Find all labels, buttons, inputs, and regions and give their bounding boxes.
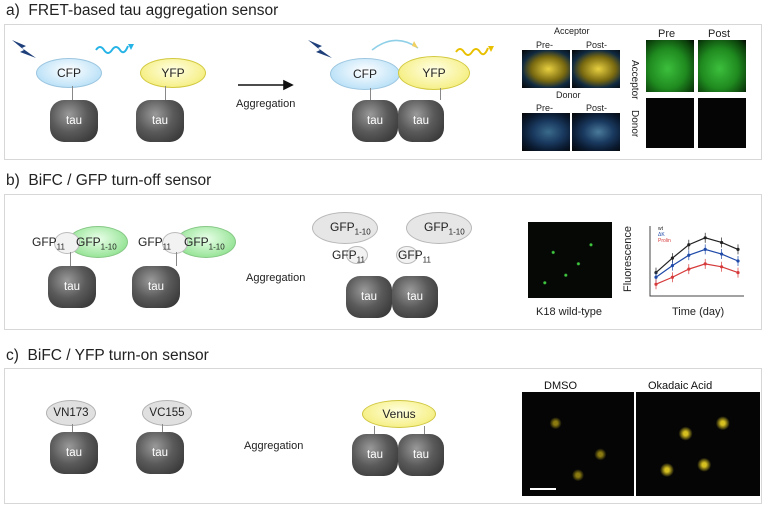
- post-label: Post-: [586, 103, 608, 113]
- pre-label-green: Pre: [658, 28, 676, 40]
- tau-aggregate-right: tau: [392, 276, 438, 318]
- acceptor-label: Acceptor: [554, 26, 590, 36]
- tau-monomer: tau: [48, 266, 96, 308]
- pre-label: Pre-: [536, 103, 554, 113]
- green-donor-pre-image: [646, 98, 694, 148]
- green-pre-image: [646, 40, 694, 92]
- chart-series-Prolin: [655, 263, 739, 285]
- gfp110-fragment: [68, 226, 128, 258]
- chart-series-ΔK: [655, 248, 739, 278]
- aggregation-label: Aggregation: [244, 440, 304, 452]
- cfp-protein-aggregated: CFP: [330, 58, 400, 90]
- chart-legend-item: wt: [658, 226, 664, 232]
- yfp-protein-aggregated: YFP: [398, 56, 470, 90]
- tau-monomer: tau: [136, 100, 184, 142]
- donor-post-image: [572, 113, 620, 151]
- dmso-image: [522, 392, 634, 496]
- pre-label: Pre-: [536, 40, 554, 50]
- green-post-image: [698, 40, 746, 92]
- chart-legend-item: Prolin: [658, 238, 671, 244]
- donor-pre-image: [522, 113, 570, 151]
- post-label-green: Post: [708, 28, 731, 40]
- vc155-fragment: VC155: [142, 400, 192, 426]
- donor-label: Donor: [556, 90, 581, 100]
- section-b-title: b) BiFC / GFP turn-off sensor: [6, 172, 212, 189]
- post-label: Post-: [586, 40, 608, 50]
- cfp-protein: CFP: [36, 58, 102, 88]
- section-c-title: c) BiFC / YFP turn-on sensor: [6, 347, 209, 364]
- tau-monomer: tau: [50, 432, 98, 474]
- wave-emission-icon: [95, 45, 129, 54]
- tau-aggregate-left: tau: [346, 276, 392, 318]
- tau-monomer: tau: [136, 432, 184, 474]
- gfp11-fragment: [162, 232, 188, 254]
- tau-aggregate-right: tau: [398, 100, 444, 142]
- chart-legend-item: ΔK: [658, 232, 665, 238]
- gfp110-fragment-free: [406, 212, 472, 244]
- gfp11-fragment: [54, 232, 80, 254]
- yfp-protein: YFP: [140, 58, 206, 88]
- chart-axes: [649, 226, 744, 297]
- green-donor-post-image: [698, 98, 746, 148]
- chart-series-wt: [655, 237, 739, 274]
- okadaic-label: Okadaic Acid: [648, 380, 713, 392]
- aggregation-label: Aggregation: [236, 98, 296, 110]
- vn173-fragment: VN173: [46, 400, 96, 426]
- wave-emission-yfp-icon: [455, 47, 489, 56]
- acceptor-pre-image: [522, 50, 570, 88]
- tau-aggregate-right: tau: [398, 434, 444, 476]
- gfp11-fragment: [396, 246, 418, 264]
- k18-label: K18 wild-type: [536, 306, 603, 318]
- tau-monomer: tau: [50, 100, 98, 142]
- aggregation-label: Aggregation: [246, 272, 306, 284]
- venus-protein: Venus: [362, 400, 436, 428]
- okadaic-image: [636, 392, 760, 496]
- acceptor-post-image: [572, 50, 620, 88]
- gfp110-fragment-free: [312, 212, 378, 244]
- tau-aggregate-left: tau: [352, 434, 398, 476]
- tau-aggregate-left: tau: [352, 100, 398, 142]
- chart-xlabel: Time (day): [672, 306, 725, 318]
- section-a-title: a) FRET-based tau aggregation sensor: [6, 2, 279, 19]
- lightning-icon: [12, 40, 332, 58]
- gfp11-fragment: [346, 246, 368, 264]
- scale-bar: [530, 488, 556, 490]
- dmso-label: DMSO: [544, 380, 577, 392]
- k18-image: [528, 222, 612, 298]
- tau-monomer: tau: [132, 266, 180, 308]
